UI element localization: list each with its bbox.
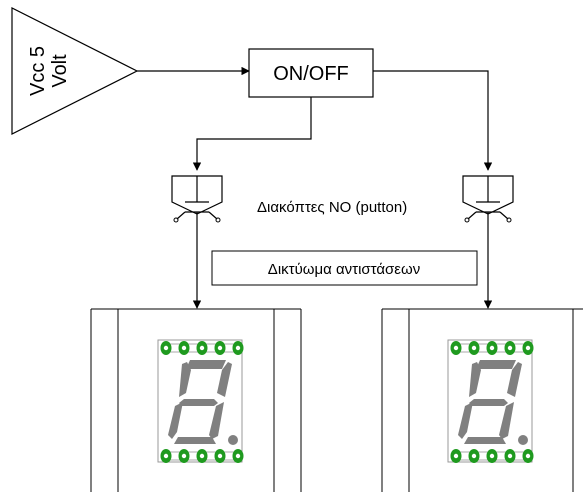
resistor-network-label: Δικτύωμα αντιστάσεων <box>268 261 420 278</box>
display-pin-hole <box>471 345 477 351</box>
display-pin-hole <box>507 453 513 459</box>
display-pin-hole <box>181 345 187 351</box>
push-button-right <box>462 175 514 230</box>
display-pin-hole <box>199 345 205 351</box>
seven-segment-display-right <box>447 339 534 463</box>
display-pin-hole <box>163 345 169 351</box>
seven-segment-display-left <box>157 339 244 463</box>
push-buttons-caption: Διακόπτες NO (putton) <box>257 199 407 216</box>
push-button-left <box>171 175 223 230</box>
display-pin-hole <box>525 345 531 351</box>
display-pin-hole <box>453 345 459 351</box>
segment-b <box>217 362 232 397</box>
display-pin-hole <box>489 453 495 459</box>
segment-b <box>507 362 522 397</box>
vcc-label-line2: Volt <box>49 54 71 88</box>
decimal-point <box>518 435 528 445</box>
display-pin-hole <box>525 453 531 459</box>
display-pin-hole <box>163 453 169 459</box>
segment-d <box>174 437 216 444</box>
display-panel-right <box>381 308 583 492</box>
segment-a <box>186 360 226 369</box>
display-pin-hole <box>199 453 205 459</box>
vcc-label-line1: Vcc 5 <box>27 46 49 96</box>
display-panel-left <box>90 308 302 492</box>
segment-a <box>476 360 516 369</box>
display-pin-hole <box>217 345 223 351</box>
segment-c <box>209 402 224 439</box>
decimal-point <box>228 435 238 445</box>
segment-f <box>469 362 481 397</box>
display-pin-hole <box>507 345 513 351</box>
display-pin-hole <box>235 345 241 351</box>
segment-g <box>469 399 508 406</box>
segment-c <box>499 402 514 439</box>
on-off-label: ON/OFF <box>273 63 349 85</box>
resistor-network: Δικτύωμα αντιστάσεων <box>211 250 478 286</box>
segment-g <box>179 399 218 406</box>
display-pin-hole <box>489 345 495 351</box>
display-pin-hole <box>471 453 477 459</box>
segment-e <box>458 402 473 439</box>
segment-d <box>464 437 506 444</box>
wire-switch-to-right-button <box>373 70 493 171</box>
display-pin-hole <box>181 453 187 459</box>
segment-e <box>168 402 183 439</box>
on-off-switch: ON/OFF <box>248 48 374 98</box>
display-pin-hole <box>217 453 223 459</box>
display-pin-hole <box>453 453 459 459</box>
display-pin-hole <box>235 453 241 459</box>
segment-f <box>179 362 191 397</box>
vcc-source: Vcc 5 Volt <box>11 7 139 135</box>
wire-switch-to-left-button <box>192 97 312 171</box>
